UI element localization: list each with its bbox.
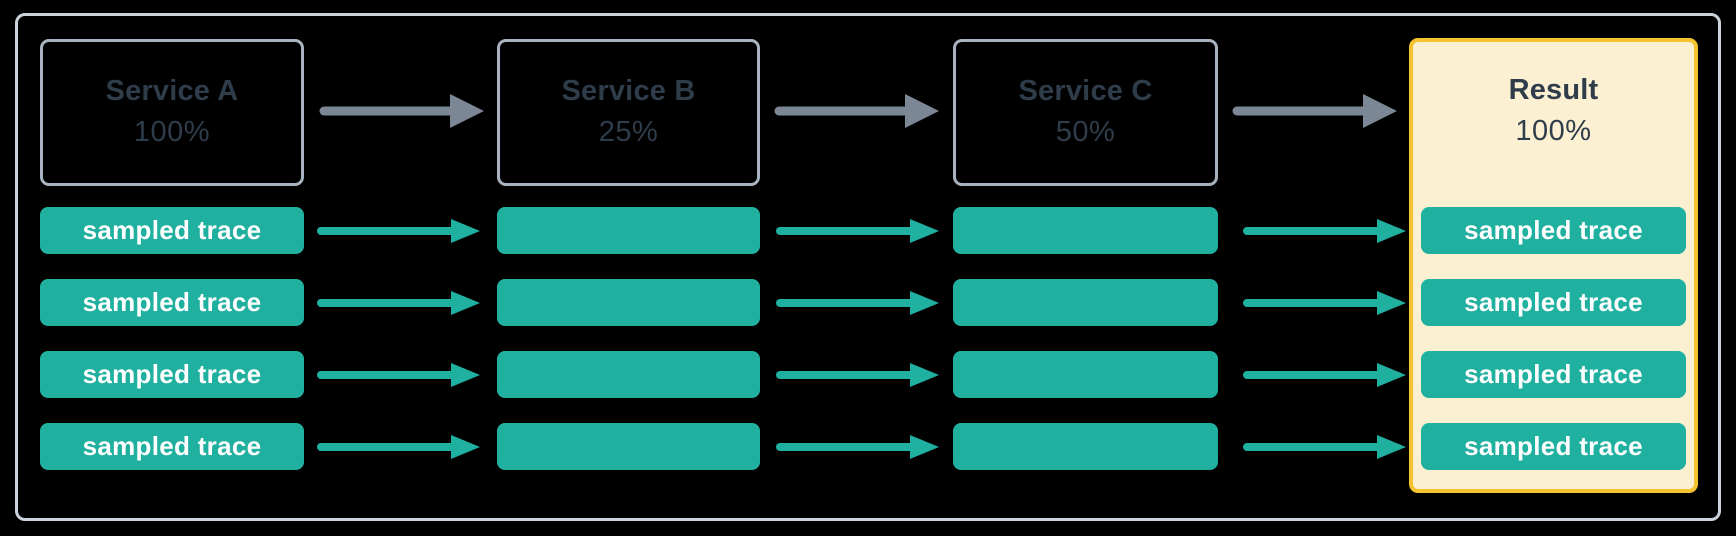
diagram-outer-frame — [15, 13, 1721, 521]
sampled-trace-pill: sampled trace — [1421, 351, 1686, 398]
flow-arrow-a-to-b-icon — [319, 94, 484, 128]
service-b-percent: 25% — [598, 116, 659, 148]
trace-arrow-icon — [317, 363, 480, 387]
result-title: Result — [1508, 74, 1599, 106]
result-panel: Result 100% — [1409, 38, 1698, 493]
sampled-trace-pill: sampled trace — [40, 207, 304, 254]
trace-pill — [497, 207, 760, 254]
service-c-box: Service C 50% — [953, 39, 1218, 186]
trace-arrow-icon — [776, 291, 939, 315]
trace-arrow-icon — [776, 219, 939, 243]
trace-arrow-icon — [776, 363, 939, 387]
sampled-trace-pill: sampled trace — [40, 351, 304, 398]
trace-arrow-icon — [1243, 363, 1406, 387]
trace-arrow-icon — [1243, 435, 1406, 459]
service-a-box: Service A 100% — [40, 39, 304, 186]
trace-pill — [497, 279, 760, 326]
trace-pill — [497, 351, 760, 398]
trace-arrow-icon — [1243, 291, 1406, 315]
sampled-trace-pill: sampled trace — [1421, 207, 1686, 254]
trace-pill — [953, 279, 1218, 326]
trace-arrow-icon — [317, 435, 480, 459]
sampled-trace-pill: sampled trace — [40, 279, 304, 326]
flow-arrow-b-to-c-icon — [774, 94, 939, 128]
trace-arrow-icon — [317, 219, 480, 243]
service-a-percent: 100% — [133, 116, 211, 148]
trace-pill — [953, 207, 1218, 254]
trace-pill — [953, 351, 1218, 398]
sampled-trace-pill: sampled trace — [40, 423, 304, 470]
service-b-title: Service B — [561, 75, 696, 108]
service-a-title: Service A — [105, 75, 239, 108]
service-c-percent: 50% — [1055, 116, 1116, 148]
sampled-trace-pill: sampled trace — [1421, 279, 1686, 326]
service-b-box: Service B 25% — [497, 39, 760, 186]
trace-arrow-icon — [1243, 219, 1406, 243]
sampled-trace-pill: sampled trace — [1421, 423, 1686, 470]
service-c-title: Service C — [1018, 75, 1153, 108]
trace-pill — [953, 423, 1218, 470]
flow-arrow-c-to-result-icon — [1232, 94, 1397, 128]
result-percent: 100% — [1515, 114, 1592, 147]
result-header: Result 100% — [1413, 74, 1694, 148]
trace-arrow-icon — [317, 291, 480, 315]
trace-arrow-icon — [776, 435, 939, 459]
trace-pill — [497, 423, 760, 470]
